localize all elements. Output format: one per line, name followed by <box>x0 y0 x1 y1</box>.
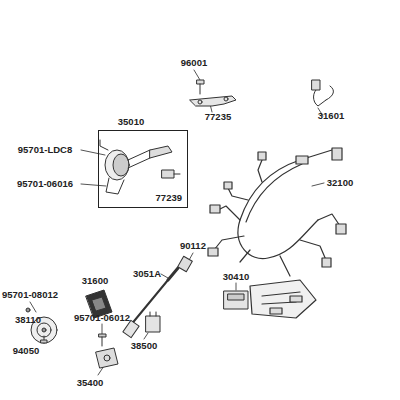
ignition-switch <box>100 140 172 194</box>
connector <box>312 80 333 106</box>
ignition-coil-lead <box>123 256 192 337</box>
callout-number: 95701-06016 <box>17 179 73 189</box>
callout-number: 3051A <box>133 269 161 279</box>
callout-number: 95701-06012 <box>74 313 130 323</box>
regulator <box>96 348 118 368</box>
callout-number: 90112 <box>180 241 206 251</box>
callout-number: 32100 <box>327 178 353 188</box>
callout-number: 35400 <box>77 378 103 388</box>
group-box: 35010 77239 <box>98 116 188 208</box>
callout-number: 77235 <box>205 112 231 122</box>
group-number: 35010 <box>118 117 144 127</box>
callout-number: 31601 <box>318 111 344 121</box>
screw <box>26 308 47 343</box>
callout-number: 96001 <box>181 58 207 68</box>
callout-number: 77239 <box>156 193 182 203</box>
callout-number: 95701-LDC8 <box>18 145 72 155</box>
callout-number: 31600 <box>82 276 108 286</box>
callout-number: 38110 <box>15 315 41 325</box>
relay <box>146 312 160 332</box>
bolt <box>99 334 106 346</box>
wiring-harness <box>208 148 346 318</box>
callout-number: 30410 <box>223 272 249 282</box>
bolt <box>197 80 204 94</box>
key-cap-part <box>162 170 180 178</box>
callout-number: 38500 <box>131 341 157 351</box>
cdi-unit <box>224 291 248 309</box>
bracket <box>190 96 236 106</box>
callout-number: 95701-08012 <box>2 290 58 300</box>
leader-lines <box>30 70 324 375</box>
callout-number: 94050 <box>13 346 39 356</box>
